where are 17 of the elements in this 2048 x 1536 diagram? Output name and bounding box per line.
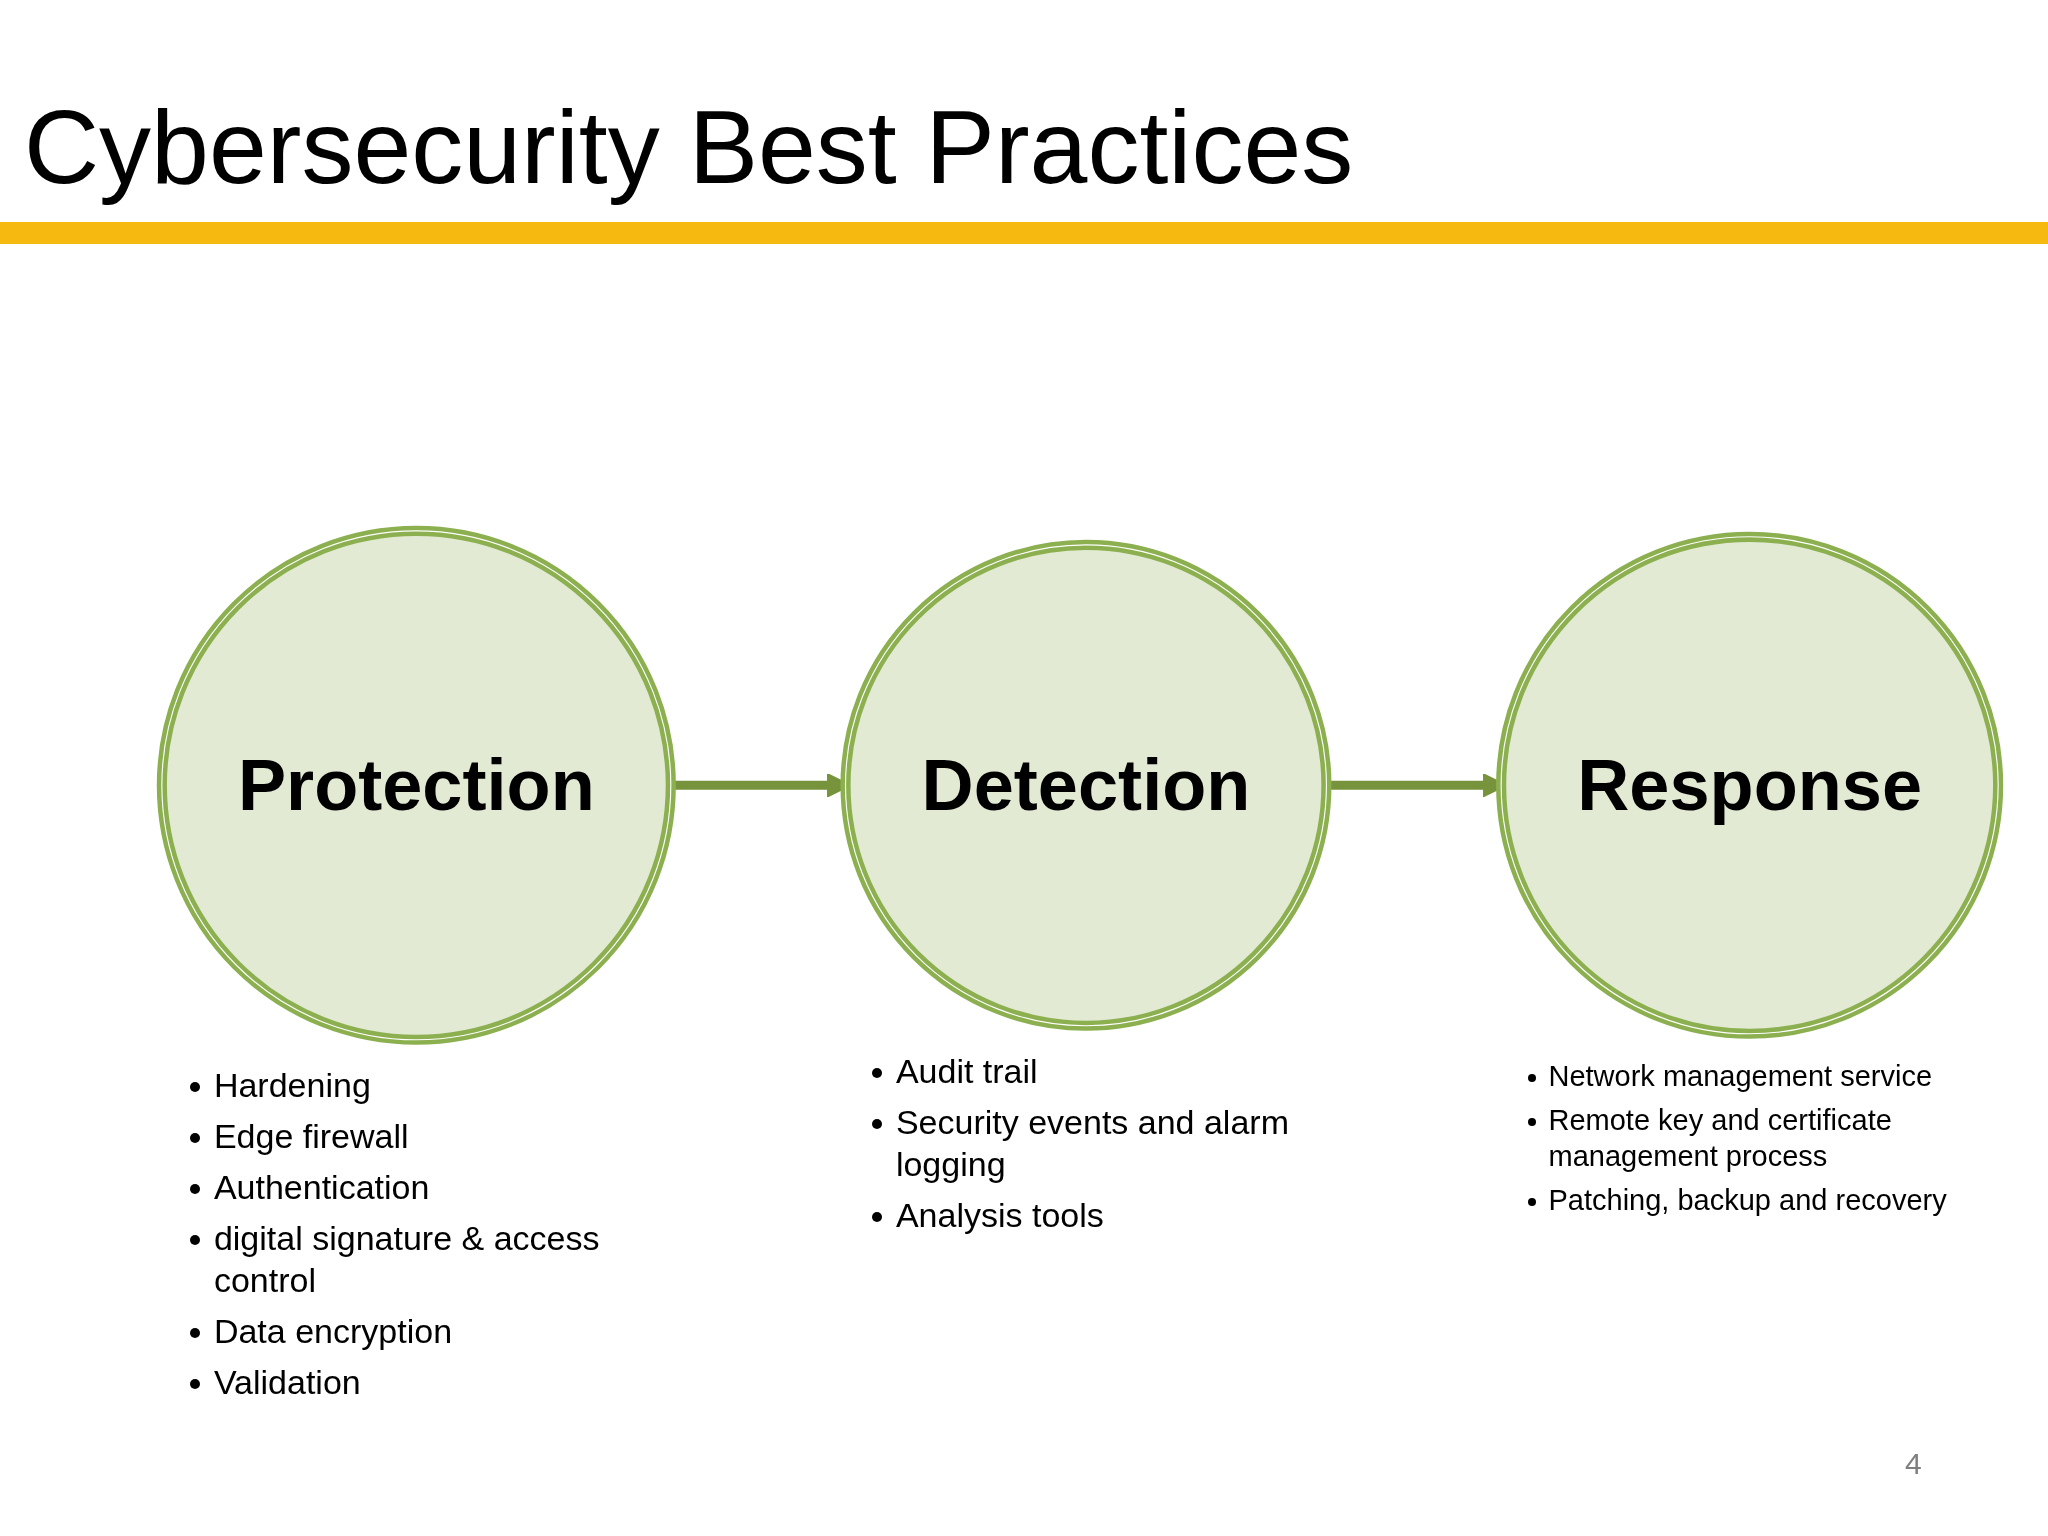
list-item: Security events and alarm logging [895,1102,1290,1186]
list-item: Remote key and certificate management process [1548,1103,1893,1175]
circle-node: Detection [840,539,1332,1031]
list-item: Authentication [213,1167,430,1209]
list-item: Patching, backup and recovery [1548,1183,1947,1219]
page-number: 4 [1905,1446,1922,1482]
list-item: Hardening [213,1065,371,1107]
circle-node: Response [1496,531,2004,1039]
list-item: Edge firewall [213,1116,409,1158]
list-item: Network management service [1548,1059,1933,1095]
list-item: Validation [213,1362,361,1404]
list-item: Analysis tools [895,1195,1104,1237]
circle-node: Protection [156,525,676,1045]
list-item: Audit trail [895,1051,1038,1093]
list-item: Data encryption [213,1311,453,1353]
list-item: digital signature & access control [213,1218,601,1302]
slide-title: Cybersecurity Best Practices [24,88,1354,207]
